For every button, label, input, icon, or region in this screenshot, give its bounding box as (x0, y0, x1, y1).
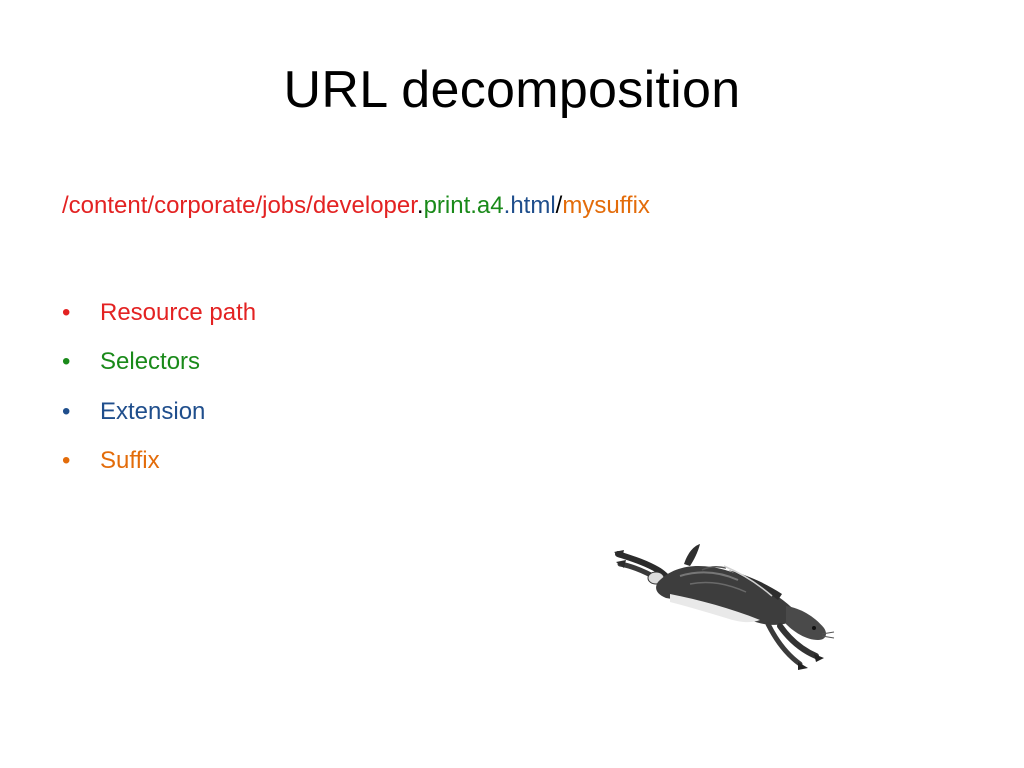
url-selectors: print.a4 (423, 192, 504, 219)
url-extension: html (510, 192, 556, 219)
legend-bullet-list: • Resource path • Selectors • Extension … (62, 288, 256, 486)
bullet-dot: • (62, 348, 71, 376)
bullet-label: Suffix (100, 447, 160, 475)
slide-title: URL decomposition (283, 61, 741, 119)
running-hare-icon (614, 544, 835, 670)
url-suffix: mysuffix (562, 192, 650, 219)
url-resource-path: /content/corporate/jobs/developer (62, 192, 417, 219)
bullet-item-selectors: • Selectors (62, 338, 256, 388)
url-dot-separator: . (503, 192, 511, 219)
bullet-dot: • (62, 447, 71, 475)
bullet-dot: • (62, 298, 71, 326)
url-decomposition-line: /content/corporate/jobs/developer.print.… (62, 190, 650, 222)
bullet-label: Selectors (100, 348, 201, 376)
url-slash-separator: / (555, 192, 563, 219)
bullet-item-resource-path: • Resource path (62, 288, 256, 338)
url-dot-separator: . (416, 192, 424, 219)
bullet-item-extension: • Extension (62, 387, 256, 437)
bullet-label: Resource path (100, 298, 257, 326)
bullet-dot: • (62, 397, 71, 425)
bullet-label: Extension (100, 397, 206, 425)
bullet-item-suffix: • Suffix (62, 437, 256, 487)
